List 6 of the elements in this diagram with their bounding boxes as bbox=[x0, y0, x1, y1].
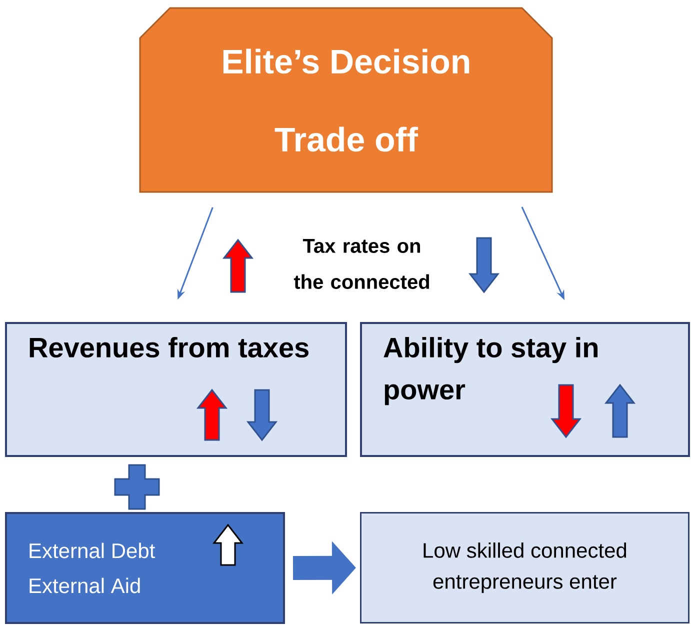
process-box: External Debt External Aid bbox=[5, 512, 285, 624]
process-box: Ability to stay in power bbox=[360, 322, 690, 457]
process-box: Low skilled connected entrepreneurs enter bbox=[360, 512, 690, 624]
decision-box: Elite’s Decision Trade off bbox=[139, 7, 553, 193]
note-text: Tax rates on the connected bbox=[294, 239, 430, 289]
process-box: Revenues from taxes bbox=[5, 322, 347, 457]
